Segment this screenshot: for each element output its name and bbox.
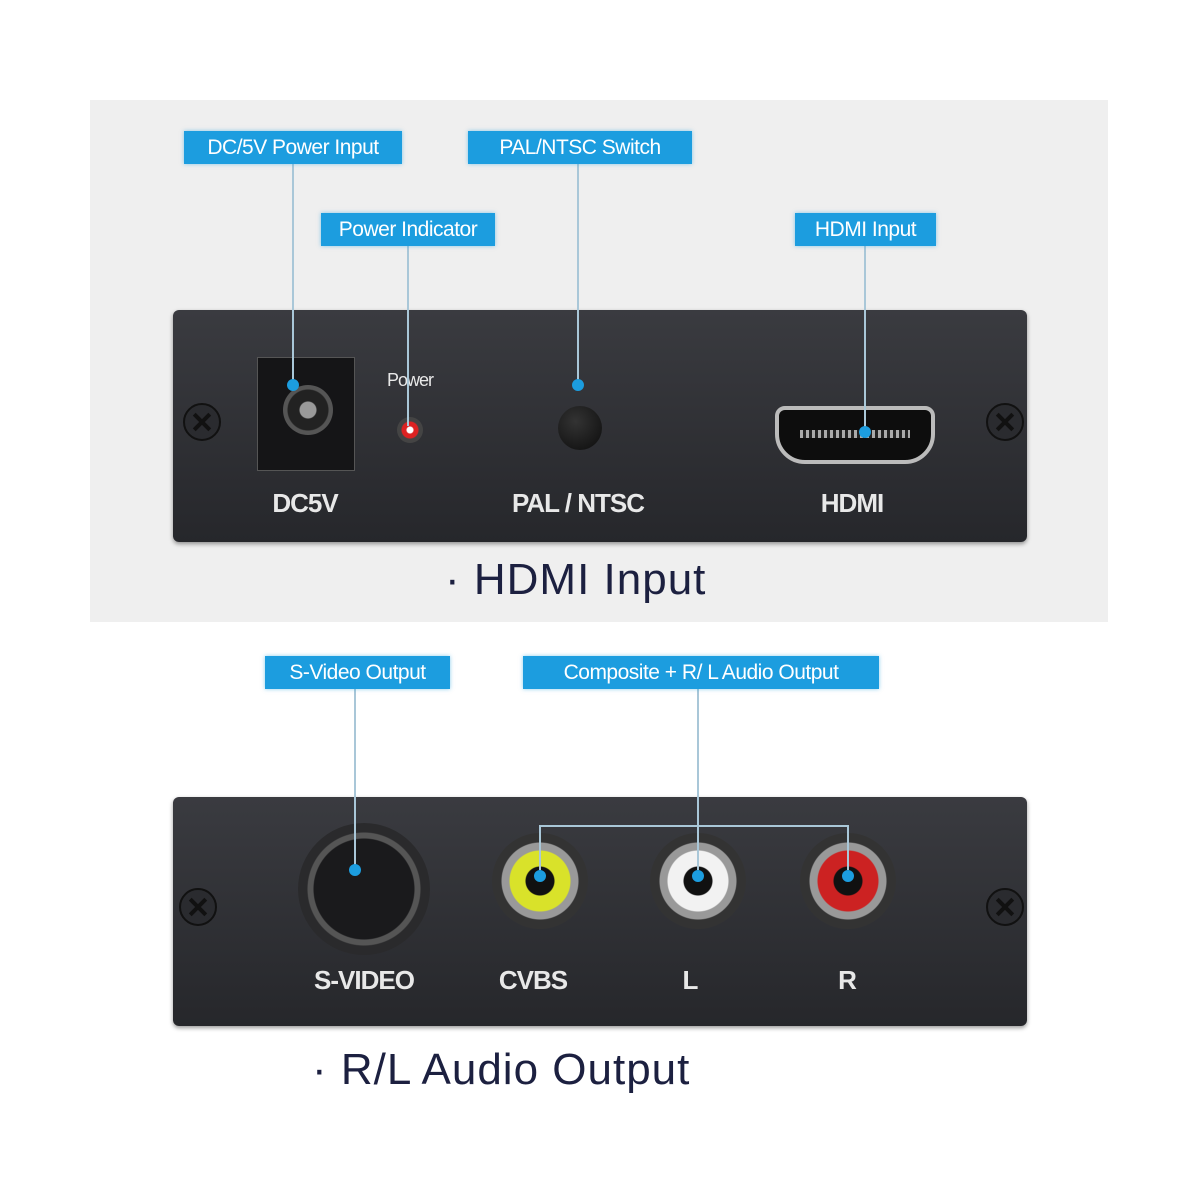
screw-icon bbox=[179, 888, 217, 926]
callout-line bbox=[292, 164, 294, 385]
callout-dot bbox=[349, 864, 361, 876]
callout-line bbox=[864, 246, 866, 432]
hdmi-label: HDMI bbox=[820, 488, 884, 518]
dc5v-label: DC5V bbox=[272, 488, 338, 518]
callout-line bbox=[539, 825, 541, 870]
caption-hdmi-input: · HDMI Input bbox=[445, 555, 707, 604]
hdmi-port-pins bbox=[800, 430, 910, 438]
pal-ntsc-switch-button bbox=[558, 406, 602, 450]
callout-dot bbox=[287, 379, 299, 391]
dc-jack-hole bbox=[283, 385, 333, 435]
dc-power-jack bbox=[257, 357, 355, 471]
callout-line bbox=[539, 825, 849, 827]
power-led-icon bbox=[397, 417, 423, 443]
callout-dc-power-input: DC/5V Power Input bbox=[184, 131, 402, 164]
r-label: R bbox=[838, 965, 857, 995]
caption-rl-audio-output: · R/L Audio Output bbox=[312, 1045, 691, 1094]
callout-hdmi-input: HDMI Input bbox=[795, 213, 936, 246]
callout-dot bbox=[572, 379, 584, 391]
callout-power-indicator: Power Indicator bbox=[321, 213, 495, 246]
svideo-port-icon bbox=[298, 823, 430, 955]
svideo-label: S-VIDEO bbox=[314, 965, 415, 995]
pal-ntsc-label: PAL / NTSC bbox=[511, 488, 645, 518]
callout-pal-ntsc-switch: PAL/NTSC Switch bbox=[468, 131, 692, 164]
callout-line bbox=[354, 688, 356, 870]
screw-icon bbox=[183, 403, 221, 441]
callout-svideo-output: S-Video Output bbox=[265, 656, 450, 689]
callout-line bbox=[407, 246, 409, 426]
callout-line bbox=[577, 164, 579, 385]
callout-dot bbox=[692, 870, 704, 882]
screw-icon bbox=[986, 403, 1024, 441]
l-label: L bbox=[682, 965, 699, 995]
callout-line bbox=[697, 688, 699, 870]
callout-dot bbox=[842, 870, 854, 882]
callout-dot bbox=[859, 426, 871, 438]
power-led-label: Power bbox=[386, 370, 434, 390]
callout-composite-audio-output: Composite + R/ L Audio Output bbox=[523, 656, 879, 689]
callout-line bbox=[847, 825, 849, 870]
callout-dot bbox=[534, 870, 546, 882]
cvbs-label: CVBS bbox=[498, 965, 568, 995]
screw-icon bbox=[986, 888, 1024, 926]
